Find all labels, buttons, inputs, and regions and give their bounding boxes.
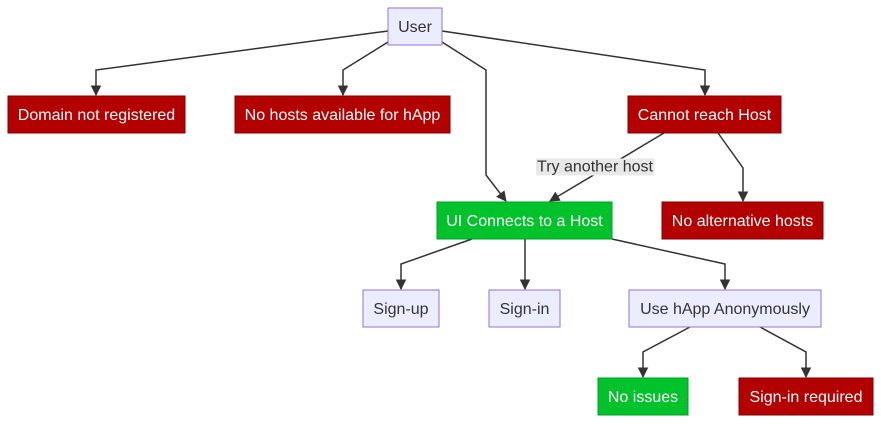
node-label: Domain not registered xyxy=(18,107,175,124)
node-box xyxy=(628,289,822,328)
node-box xyxy=(597,377,689,416)
node-label: Use hApp Anonymously xyxy=(640,301,810,318)
edge-user-to-cannot-reach-host xyxy=(441,30,711,97)
edge-ui-connects-to-use-anonymously xyxy=(611,238,731,291)
edge-user-to-ui-connects xyxy=(441,41,507,202)
node-use-anonymously: Use hApp Anonymously xyxy=(628,289,822,328)
node-box xyxy=(7,95,186,134)
node-domain-not-registered: Domain not registered xyxy=(7,95,186,134)
node-label: User xyxy=(398,19,432,36)
edge-label-background xyxy=(536,158,655,176)
node-cannot-reach-host: Cannot reach Host xyxy=(627,95,782,134)
node-box xyxy=(387,7,443,46)
node-user: User xyxy=(387,7,443,46)
node-sign-up: Sign-up xyxy=(362,289,440,328)
node-ui-connects: UI Connects to a Host xyxy=(436,201,613,240)
node-label: UI Connects to a Host xyxy=(446,213,603,230)
node-label: Sign-up xyxy=(373,301,428,318)
node-label: No hosts available for hApp xyxy=(245,107,441,124)
node-no-issues: No issues xyxy=(597,377,689,416)
node-label: Sign-in xyxy=(500,301,550,318)
node-box xyxy=(362,289,440,328)
edge-label-text: Try another host xyxy=(537,159,653,176)
node-no-alternative-hosts: No alternative hosts xyxy=(661,201,824,240)
node-box xyxy=(436,201,613,240)
node-box xyxy=(488,289,561,328)
node-box xyxy=(738,377,874,416)
edge-labels-layer: Try another host xyxy=(536,158,655,176)
node-box xyxy=(627,95,782,134)
edge-ui-connects-to-sign-up xyxy=(395,238,473,291)
node-no-hosts-available: No hosts available for hApp xyxy=(234,95,451,134)
node-label: Sign-in required xyxy=(750,389,863,406)
edge-cannot-reach-host-to-no-alternative-hosts xyxy=(717,132,749,203)
node-sign-in-required: Sign-in required xyxy=(738,377,874,416)
node-label: No issues xyxy=(608,389,678,406)
node-sign-in: Sign-in xyxy=(488,289,561,328)
node-box xyxy=(234,95,451,134)
node-label: No alternative hosts xyxy=(672,213,813,230)
node-box xyxy=(661,201,824,240)
node-label: Cannot reach Host xyxy=(638,107,772,124)
edge-user-to-no-hosts-available xyxy=(337,41,389,97)
edge-use-anonymously-to-no-issues xyxy=(637,326,691,379)
edge-use-anonymously-to-sign-in-required xyxy=(759,326,812,379)
edge-label: Try another host xyxy=(536,158,655,176)
edge-user-to-domain-not-registered xyxy=(90,30,389,97)
